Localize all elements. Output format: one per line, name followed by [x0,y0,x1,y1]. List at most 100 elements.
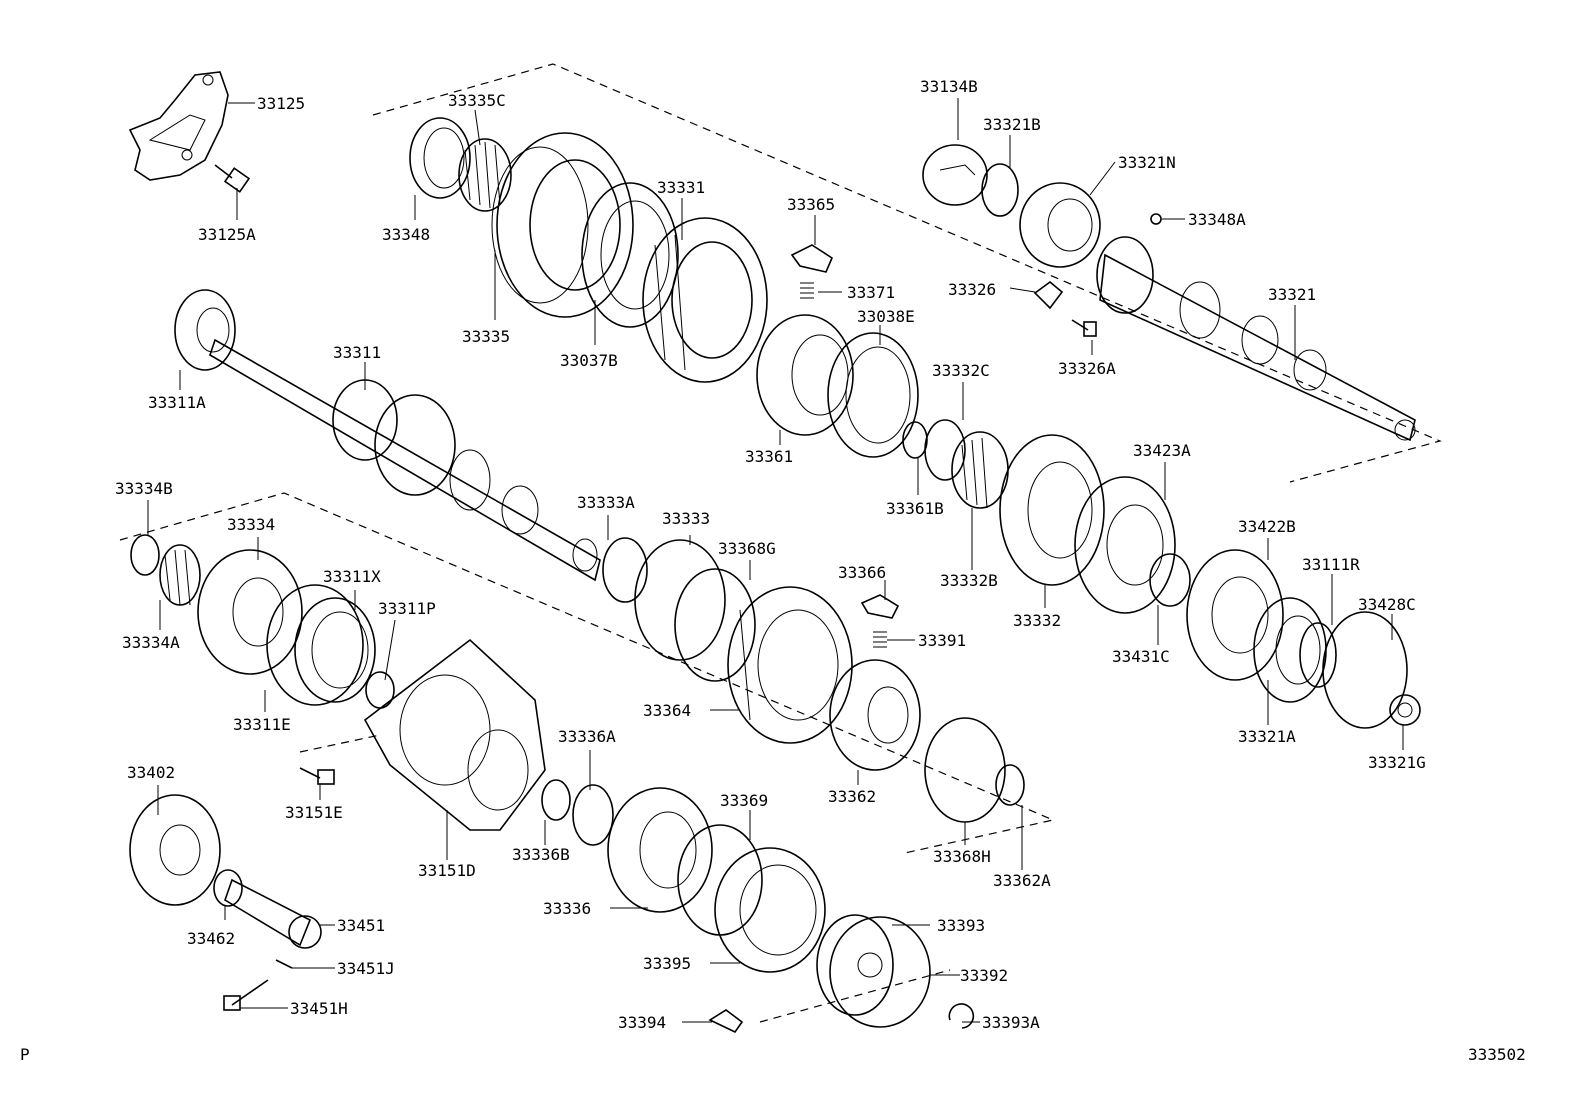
figure-code: 333502 [1468,1045,1526,1064]
callout-33368H: 33368H [933,847,991,866]
gear-33361 [756,314,854,436]
bearing-33333A [602,537,648,603]
gear-33333 [634,539,726,661]
washer-33462 [213,869,243,907]
bolt-33125A [214,164,251,193]
callout-33361: 33361 [745,447,793,466]
cap-33134B [922,144,988,206]
sleeve-33395 [714,847,826,973]
callout-33321B: 33321B [983,115,1041,134]
needle-bearing-33336A [572,784,614,846]
bolt-33451H [223,979,269,1011]
callout-33333: 33333 [662,509,710,528]
callout-33037B: 33037B [560,351,618,370]
snap-ring-33321B [981,163,1019,217]
callout-33451: 33451 [337,916,385,935]
callout-33393A: 33393A [982,1013,1040,1032]
lower-assembly-boundary [119,492,1055,854]
snap-ring-33361B [902,421,928,459]
hub-33392 [829,916,931,1028]
nut-33321G [1389,694,1421,726]
bearing-33311A [174,289,236,371]
plate-33326 [1033,280,1064,310]
callout-33392: 33392 [960,966,1008,985]
snap-ring-33334B [130,534,160,576]
callout-33332: 33332 [1013,611,1061,630]
gear-33334 [197,549,303,675]
callout-33125: 33125 [257,94,305,113]
callout-33361B: 33361B [886,499,944,518]
bolt-33151E [299,767,335,785]
callout-33326: 33326 [948,280,996,299]
callout-33364: 33364 [643,701,691,720]
synchro-ring-33368H [924,717,1006,823]
callout-33451H: 33451H [290,999,348,1018]
callout-33321A: 33321A [1238,727,1296,746]
callout-labels: 33125 33125A 33335C 33348 33335 33331 33… [115,77,1426,1032]
callout-33333A: 33333A [577,493,635,512]
callout-33326A: 33326A [1058,359,1116,378]
callout-33321N: 33321N [1118,153,1176,172]
callout-33393: 33393 [937,916,985,935]
ball-33348A [1150,213,1162,225]
footer-left-mark: P [20,1045,30,1064]
callout-33336B: 33336B [512,845,570,864]
callout-33151E: 33151E [285,803,343,822]
plate-boundary [299,734,381,753]
snap-ring-33311P [365,671,395,709]
needle-bearing-33335C [458,138,512,212]
hub-sleeve-33331 [642,217,768,383]
gear-33428C [1322,611,1408,729]
callout-33151D: 33151D [418,861,476,880]
callout-33394: 33394 [618,1013,666,1032]
sleeve-33364 [727,586,853,744]
gear-33335 [491,132,634,318]
bracket-33125 [128,71,229,181]
spring-33371 [800,282,814,299]
callout-33362: 33362 [828,787,876,806]
gear-33423A [1074,476,1176,614]
callout-33335: 33335 [462,327,510,346]
callout-33321G: 33321G [1368,753,1426,772]
callout-33336A: 33336A [558,727,616,746]
callout-33311A: 33311A [148,393,206,412]
callout-33311X: 33311X [323,567,381,586]
snap-ring-33393A [948,1003,975,1029]
callout-33348A: 33348A [1188,210,1246,229]
callout-33369: 33369 [720,791,768,810]
snap-ring-33111R [1299,622,1337,688]
callout-33334B: 33334B [115,479,173,498]
callout-33362A: 33362A [993,871,1051,890]
key-33366 [860,594,900,619]
callout-33125A: 33125A [198,225,256,244]
gear-33402 [129,794,221,906]
callout-33134B: 33134B [920,77,978,96]
callout-33371: 33371 [847,283,895,302]
hub-33362 [829,659,921,771]
callout-33422B: 33422B [1238,517,1296,536]
callout-33431C: 33431C [1112,647,1170,666]
pin-33451J [275,959,293,969]
callout-33311P: 33311P [378,599,436,618]
callout-33462: 33462 [187,929,235,948]
gear-33336 [607,787,713,913]
ring-33393 [816,914,894,1016]
callout-33334: 33334 [227,515,275,534]
callout-33402: 33402 [127,763,175,782]
callout-33321: 33321 [1268,285,1316,304]
callout-33331: 33331 [657,178,705,197]
snap-ring-33336B [541,779,571,821]
needle-bearing-33334A [159,544,201,606]
upper-assembly-boundary [372,63,1442,483]
synchro-ring-33311E [266,584,364,706]
synchro-ring-33037B [581,182,679,328]
bearing-33321N [1019,182,1101,268]
synchro-ring-33368G [674,568,756,682]
callout-33395: 33395 [643,954,691,973]
key-33394 [708,1009,744,1034]
callout-33332B: 33332B [940,571,998,590]
callout-33348: 33348 [382,225,430,244]
callout-33365: 33365 [787,195,835,214]
